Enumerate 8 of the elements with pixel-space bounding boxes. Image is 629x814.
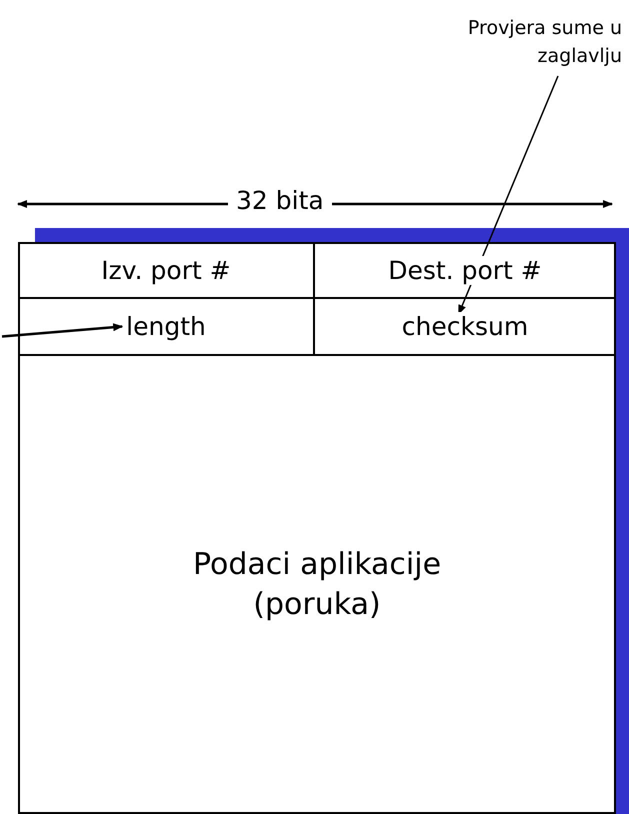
leader-line xyxy=(458,76,559,315)
header-field: Dest. port # xyxy=(314,242,616,298)
header-field: checksum xyxy=(314,298,616,355)
segment-frame xyxy=(18,242,616,814)
header-field: length xyxy=(18,298,314,355)
callout-text: Provjera sume u zaglavlju xyxy=(462,14,622,70)
header-field: Izv. port # xyxy=(18,242,314,298)
arrow xyxy=(2,323,124,338)
